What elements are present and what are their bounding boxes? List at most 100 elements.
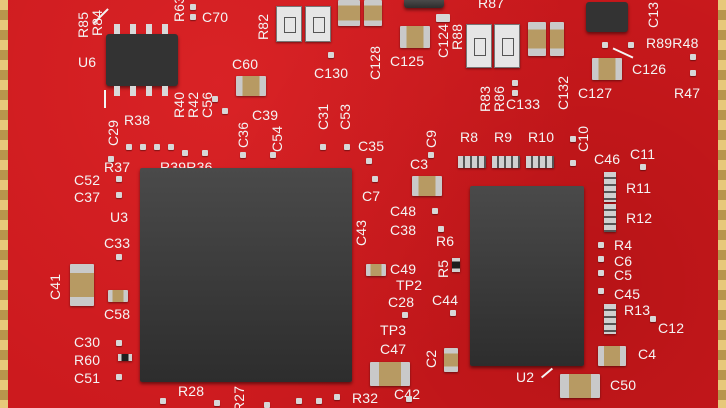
component-c58 <box>108 290 128 302</box>
resistor-array-r10 <box>526 156 554 168</box>
pad-c37 <box>116 192 122 198</box>
component-c127 <box>592 58 622 80</box>
silk-leader-c126 <box>612 47 634 59</box>
label-r4: R4 <box>614 237 633 253</box>
label-c45: C45 <box>614 286 641 302</box>
pad-c10 <box>570 136 576 142</box>
label-r27: R27 <box>231 385 247 408</box>
component-c60 <box>236 76 266 96</box>
fuse-r82-a <box>276 6 302 42</box>
pad-c12 <box>650 316 656 322</box>
pad-c48 <box>432 208 438 214</box>
pad-r39 <box>182 150 188 156</box>
component-c50 <box>560 374 600 398</box>
u6-pin <box>130 24 136 34</box>
silk-pin1-u2 <box>540 367 554 379</box>
label-c130: C130 <box>314 65 349 81</box>
label-c133: C133 <box>506 96 541 112</box>
label-c124: C124 <box>435 23 451 58</box>
label-c35: C35 <box>358 138 385 154</box>
label-c36: C36 <box>235 121 251 148</box>
label-r32: R32 <box>352 390 379 406</box>
pad-r32c <box>316 398 322 404</box>
label-c49: C49 <box>390 261 417 277</box>
pad-r89 <box>628 42 634 48</box>
component-c2 <box>444 348 458 372</box>
component-c128-top <box>338 0 360 26</box>
component-c47 <box>370 362 410 386</box>
label-r8: R8 <box>460 129 479 145</box>
u6-pin <box>146 86 152 96</box>
pad-c42 <box>406 396 412 402</box>
label-tp3: TP3 <box>380 322 407 338</box>
label-c38: C38 <box>390 222 417 238</box>
pad-c130 <box>328 52 334 58</box>
fuse-r83-b <box>494 24 520 68</box>
component-c41 <box>70 264 94 306</box>
pad-c5 <box>598 270 604 276</box>
silk-outline-u6 <box>104 90 106 108</box>
pad-c9 <box>428 152 434 158</box>
pad-r36 <box>202 150 208 156</box>
label-c5: C5 <box>614 267 633 283</box>
pad-c28 <box>402 312 408 318</box>
resistor-array-r9 <box>492 156 520 168</box>
label-r86: R86 <box>491 85 507 112</box>
pad-c6 <box>598 256 604 262</box>
label-r13: R13 <box>624 302 651 318</box>
label-c60: C60 <box>232 56 259 72</box>
pad-c39 <box>222 108 228 114</box>
label-r10: R10 <box>528 129 555 145</box>
component-c4 <box>598 346 626 366</box>
component-c132-body2 <box>550 22 564 56</box>
label-r63: R63 <box>171 0 187 22</box>
fuse-r82-b <box>305 6 331 42</box>
label-c4: C4 <box>638 346 657 362</box>
label-c33: C33 <box>104 235 131 251</box>
label-r82: R82 <box>255 13 271 40</box>
component-c132-body <box>528 22 546 56</box>
pad-c11 <box>640 164 646 170</box>
board-edge-left <box>0 0 8 408</box>
pad-r27 <box>214 400 220 406</box>
label-c11: C11 <box>630 146 656 162</box>
u6-pin <box>162 24 168 34</box>
resistor-array-r11 <box>604 172 616 202</box>
component-c3 <box>412 176 442 196</box>
label-c127: C127 <box>578 85 613 101</box>
component-top-right-ic <box>586 2 628 32</box>
pad-c124 <box>436 14 450 22</box>
pad-c70 <box>190 14 196 20</box>
pad-c35 <box>366 158 372 164</box>
label-c30: C30 <box>74 334 101 350</box>
label-r28: R28 <box>178 383 205 399</box>
label-c42: C42 <box>394 386 421 402</box>
component-u3 <box>140 168 352 382</box>
pad-c51 <box>116 374 122 380</box>
pad-c46 <box>570 160 576 166</box>
pad-c38 <box>438 226 444 232</box>
label-u3: U3 <box>110 209 129 225</box>
pad-r32b <box>296 398 302 404</box>
label-r38: R38 <box>124 112 151 128</box>
label-c9: C9 <box>423 129 439 148</box>
pad-c44 <box>450 310 456 316</box>
label-c31: C31 <box>315 103 331 130</box>
label-c52: C52 <box>74 172 101 188</box>
label-c54: C54 <box>269 125 285 152</box>
label-r87: R87 <box>478 0 505 11</box>
component-r5 <box>452 258 460 272</box>
resistor-array-r8 <box>458 156 486 168</box>
label-c46: C46 <box>594 151 621 167</box>
label-c128: C128 <box>367 45 383 80</box>
pad-c36 <box>240 152 246 158</box>
pad-r63 <box>190 4 196 10</box>
label-c48: C48 <box>390 203 417 219</box>
label-tp2: TP2 <box>396 277 423 293</box>
u6-pin <box>130 86 136 96</box>
label-c3: C3 <box>410 156 429 172</box>
label-u2: U2 <box>516 369 535 385</box>
label-r6: R6 <box>436 233 455 249</box>
label-c29: C29 <box>105 119 121 146</box>
